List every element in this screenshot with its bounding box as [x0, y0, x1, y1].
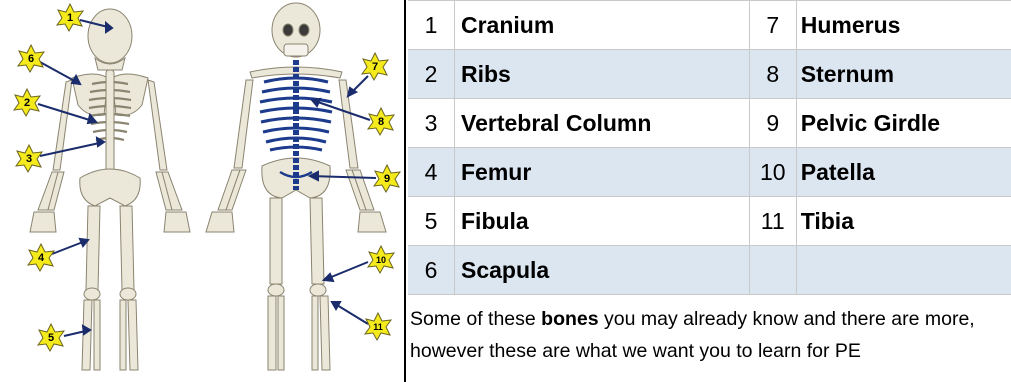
skeleton-diagram: 1 6 2 3 4 5 7 8: [0, 0, 406, 382]
table-row: 5 Fibula 11 Tibia: [408, 197, 1011, 246]
marker-11: 11: [365, 313, 391, 340]
svg-text:3: 3: [26, 153, 32, 165]
marker-9: 9: [374, 165, 400, 192]
skeleton-illustration: 1 6 2 3 4 5 7 8: [0, 0, 404, 382]
bone-name: Fibula: [455, 197, 750, 246]
svg-text:9: 9: [384, 173, 390, 185]
svg-text:7: 7: [372, 61, 378, 73]
svg-text:2: 2: [24, 97, 30, 109]
svg-text:10: 10: [376, 255, 386, 265]
marker-10: 10: [368, 246, 394, 273]
bone-number: 8: [749, 50, 796, 99]
bone-name: Humerus: [796, 1, 1011, 50]
marker-3: 3: [16, 145, 42, 172]
bone-number: 5: [408, 197, 455, 246]
bone-number: 11: [749, 197, 796, 246]
table-row: 4 Femur 10 Patella: [408, 148, 1011, 197]
bone-number: 2: [408, 50, 455, 99]
bone-name: [796, 246, 1011, 295]
back-skeleton: [30, 9, 190, 370]
svg-text:6: 6: [28, 53, 34, 65]
marker-1: 1: [57, 4, 83, 31]
bone-number: 10: [749, 148, 796, 197]
bone-name: Vertebral Column: [455, 99, 750, 148]
table-row: 3 Vertebral Column 9 Pelvic Girdle: [408, 99, 1011, 148]
note-bold-word: bones: [541, 308, 598, 330]
instruction-note: Some of these bones you may already know…: [410, 303, 1008, 367]
marker-8: 8: [368, 108, 394, 135]
marker-5: 5: [38, 324, 64, 351]
bone-number: 7: [749, 1, 796, 50]
bone-name: Cranium: [455, 1, 750, 50]
marker-6: 6: [18, 45, 44, 72]
bone-name: Tibia: [796, 197, 1011, 246]
marker-2: 2: [14, 89, 40, 116]
table-row: 2 Ribs 8 Sternum: [408, 50, 1011, 99]
bone-name: Pelvic Girdle: [796, 99, 1011, 148]
svg-text:8: 8: [378, 116, 384, 128]
bone-name: Ribs: [455, 50, 750, 99]
bone-name: Scapula: [455, 246, 750, 295]
bone-number: 1: [408, 1, 455, 50]
bone-name: Femur: [455, 148, 750, 197]
bone-number: 4: [408, 148, 455, 197]
bone-number: 9: [749, 99, 796, 148]
table-row: 1 Cranium 7 Humerus: [408, 1, 1011, 50]
bone-number: [749, 246, 796, 295]
svg-text:11: 11: [373, 322, 383, 332]
bone-name: Patella: [796, 148, 1011, 197]
bone-number: 3: [408, 99, 455, 148]
bones-table: 1 Cranium 7 Humerus 2 Ribs 8 Sternum 3 V…: [408, 0, 1011, 295]
svg-text:4: 4: [38, 252, 45, 264]
bone-name: Sternum: [796, 50, 1011, 99]
table-row: 6 Scapula: [408, 246, 1011, 295]
marker-7: 7: [362, 53, 388, 80]
note-text-before: Some of these: [410, 308, 541, 330]
bone-number: 6: [408, 246, 455, 295]
svg-text:1: 1: [67, 12, 73, 24]
marker-4: 4: [28, 244, 54, 271]
svg-text:5: 5: [48, 332, 54, 344]
